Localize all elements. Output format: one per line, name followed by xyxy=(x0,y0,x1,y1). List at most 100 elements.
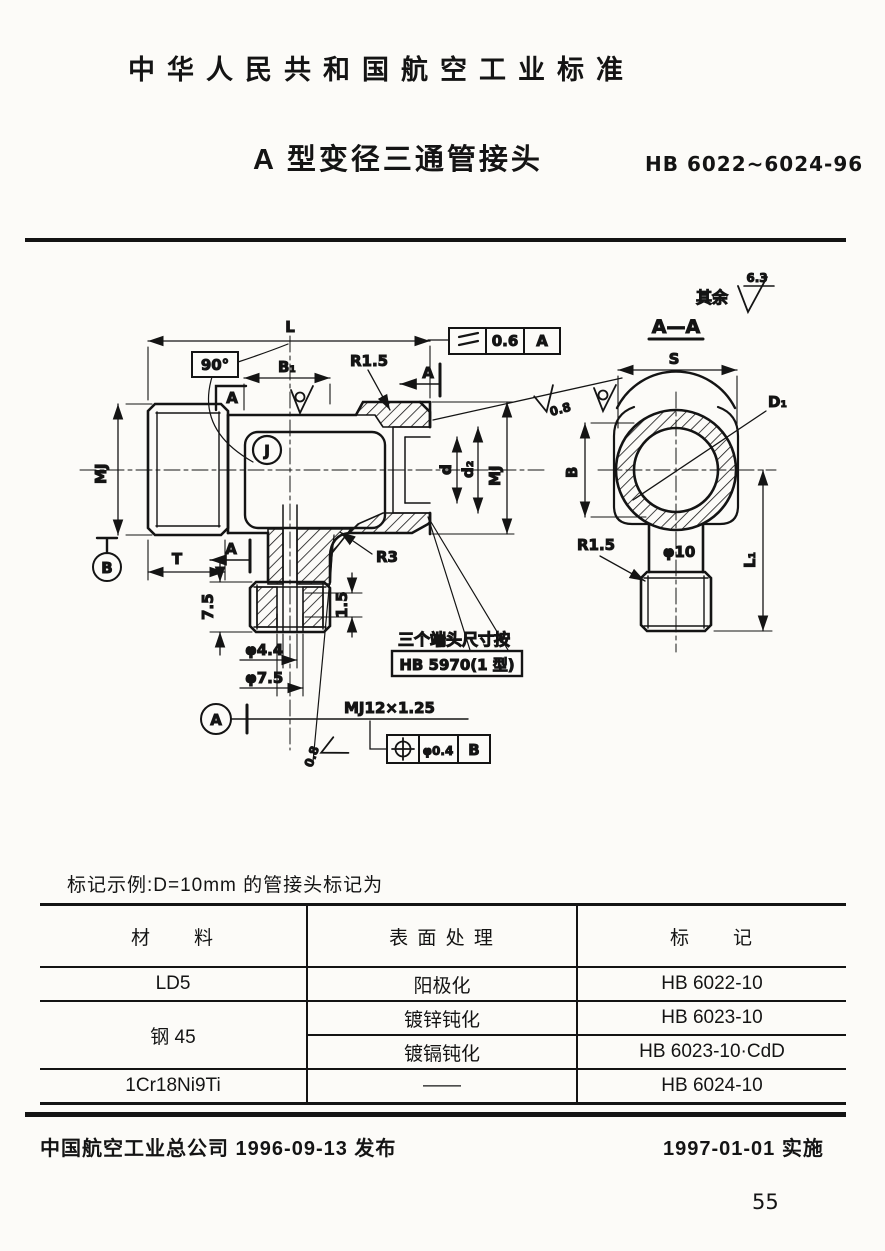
svg-text:L: L xyxy=(285,318,295,336)
dim-S: S xyxy=(617,350,738,429)
svg-text:S: S xyxy=(669,350,680,368)
angle-callout: 90° xyxy=(191,343,289,463)
table-header-row: 材 料 表 面 处 理 标 记 xyxy=(40,903,846,967)
dim-L1: L₁ xyxy=(713,469,773,632)
section-title: A—A xyxy=(647,316,705,341)
front-view: L 90° B₁ xyxy=(79,318,623,770)
section-boss xyxy=(612,370,740,526)
svg-text:R1.5: R1.5 xyxy=(577,536,615,554)
table-row: 1Cr18Ni9Ti —— HB 6024-10 xyxy=(40,1068,846,1105)
dim-7-5: 7.5 xyxy=(199,559,253,656)
table-row: LD5 阳极化 HB 6022-10 xyxy=(40,966,846,1001)
dia-10-label: φ10 xyxy=(663,543,696,561)
svg-text:0.6: 0.6 xyxy=(492,332,519,350)
svg-text:MJ12×1.25: MJ12×1.25 xyxy=(344,699,435,717)
svg-text:T: T xyxy=(172,550,183,568)
datum-A: A xyxy=(200,703,469,735)
section-machining-symbol xyxy=(593,384,617,414)
svg-text:A: A xyxy=(536,332,548,350)
outer-circle xyxy=(614,408,738,532)
radius-top-callout: R1.5 xyxy=(350,352,391,411)
cell-treatment: 镀镉钝化 xyxy=(306,1034,577,1069)
section-arrow-top: A xyxy=(399,362,442,398)
parallelism-symbol xyxy=(457,331,480,347)
col-header-material: 材 料 xyxy=(40,903,307,967)
parallelism-frame: 0.6 A xyxy=(427,327,561,355)
cell-mark: HB 6023-10·CdD xyxy=(576,1034,846,1069)
svg-text:B: B xyxy=(101,559,112,577)
svg-text:0.8: 0.8 xyxy=(548,400,572,419)
section-view: 其余 6.3 A—A xyxy=(563,271,788,653)
col-header-treatment: 表 面 处 理 xyxy=(306,903,577,967)
cell-treatment: 镀锌钝化 xyxy=(306,1000,577,1035)
svg-text:d: d xyxy=(437,464,455,475)
col-header-mark: 标 记 xyxy=(576,903,846,967)
svg-text:φ0.4: φ0.4 xyxy=(423,744,454,758)
table-row: 钢 45 镀锌钝化 HB 6023-10 xyxy=(40,1000,846,1069)
svg-text:R1.5: R1.5 xyxy=(350,352,388,370)
cell-mark: HB 6022-10 xyxy=(576,966,846,1001)
svg-text:三个端头尺寸按: 三个端头尺寸按 xyxy=(398,630,510,649)
right-port-bores xyxy=(392,400,432,536)
dim-T: T xyxy=(147,539,226,581)
svg-text:其余: 其余 xyxy=(696,288,729,307)
svg-text:B: B xyxy=(468,741,479,759)
roughness-right: 0.8 xyxy=(432,377,623,421)
section-radius-callout: R1.5 xyxy=(577,536,646,582)
bore-circle xyxy=(632,426,720,514)
material-table: 材 料 表 面 处 理 标 记 LD5 阳极化 HB 6022-10 钢 45 … xyxy=(40,903,846,1105)
section-arrow-bottom: A xyxy=(209,538,252,574)
cell-material: LD5 xyxy=(40,966,307,1001)
svg-text:φ4.4: φ4.4 xyxy=(245,641,283,659)
svg-text:A: A xyxy=(226,389,238,407)
header-rule xyxy=(25,238,846,242)
svg-text:D₁: D₁ xyxy=(768,393,787,411)
svg-text:0.8: 0.8 xyxy=(302,744,322,769)
svg-text:90°: 90° xyxy=(201,356,229,374)
cell-mark: HB 6024-10 xyxy=(576,1068,846,1105)
position-symbol xyxy=(391,737,415,761)
svg-text:A: A xyxy=(225,540,237,558)
cell-material: 钢 45 xyxy=(40,1000,307,1069)
dim-dia-7-5: φ7.5 xyxy=(239,633,304,697)
end-note: 三个端头尺寸按 HB 5970(1 型) xyxy=(390,516,524,678)
dim-1-5: 1.5 xyxy=(304,572,363,638)
footer-issue: 中国航空工业总公司 1996-09-13 发布 xyxy=(40,1138,397,1160)
general-roughness: 其余 6.3 xyxy=(696,271,775,315)
page-title: A 型变径三通管接头 xyxy=(253,144,543,176)
dim-MJ-right: MJ xyxy=(431,401,515,535)
machining-symbol xyxy=(290,385,314,416)
svg-text:B₁: B₁ xyxy=(278,358,296,376)
svg-text:MJ: MJ xyxy=(92,463,110,484)
dim-MJ-left: MJ xyxy=(92,403,153,536)
standard-name: 中华人民共和国航空工业标准 xyxy=(128,55,635,85)
svg-text:MJ: MJ xyxy=(486,465,504,486)
svg-text:d₂: d₂ xyxy=(459,461,477,478)
svg-text:J: J xyxy=(263,442,270,460)
footer-implement: 1997-01-01 实施 xyxy=(663,1138,824,1160)
svg-text:HB 5970(1 型): HB 5970(1 型) xyxy=(399,656,514,674)
marking-example: 标记示例:D=10mm 的管接头标记为 xyxy=(67,875,384,896)
radius-bottom-callout: R3 xyxy=(339,531,399,567)
dia-D1-callout: D₁ xyxy=(632,393,788,501)
svg-text:A: A xyxy=(210,711,222,729)
cell-mark: HB 6023-10 xyxy=(576,1000,846,1035)
thread-bottom-label: MJ12×1.25 xyxy=(344,699,436,718)
dim-d2: d₂ xyxy=(459,426,484,514)
svg-text:L₁: L₁ xyxy=(741,552,759,568)
table-row: 镀镉钝化 HB 6023-10·CdD xyxy=(40,1034,846,1069)
svg-text:B: B xyxy=(563,467,581,478)
roughness-icon xyxy=(737,276,768,315)
footer-rule xyxy=(25,1112,846,1117)
svg-text:1.5: 1.5 xyxy=(333,591,351,618)
cell-treatment: —— xyxy=(306,1068,577,1105)
svg-text:7.5: 7.5 xyxy=(199,593,217,620)
page-number: 55 xyxy=(752,1190,779,1214)
datum-B: B xyxy=(92,536,122,582)
svg-text:A—A: A—A xyxy=(652,316,701,338)
uncut-boss xyxy=(243,430,387,530)
left-thread-end xyxy=(146,402,230,537)
dim-dia-4-4: φ4.4 xyxy=(239,633,298,669)
dim-B: B xyxy=(563,422,647,518)
